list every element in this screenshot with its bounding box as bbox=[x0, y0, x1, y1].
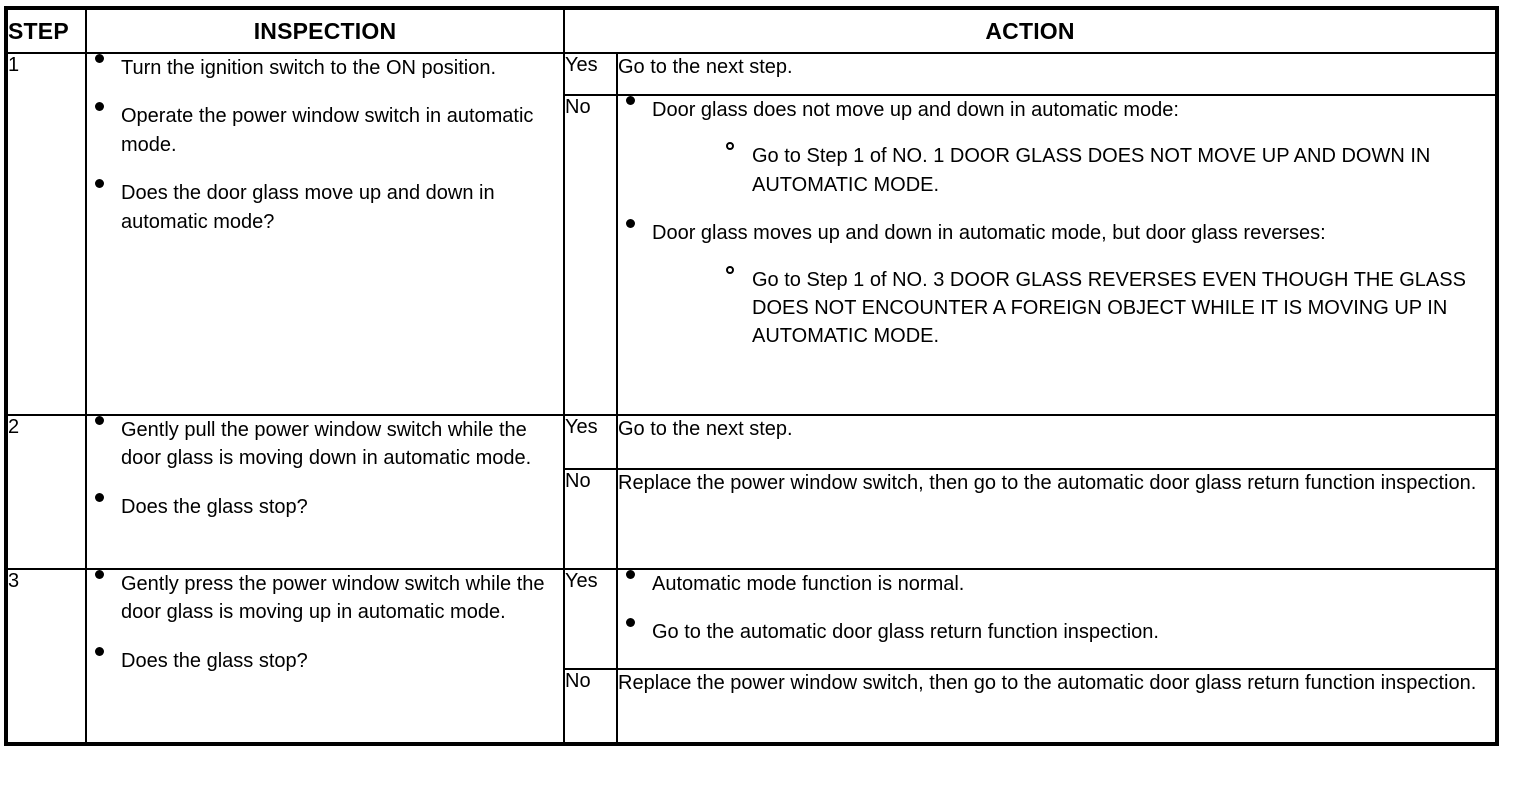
action-text: Door glass moves up and down in automati… bbox=[652, 222, 1326, 245]
action-text: Go to the automatic door glass return fu… bbox=[652, 621, 1159, 644]
step-number-3: 3 bbox=[5, 568, 87, 745]
table-row: No Door glass does not move up and down … bbox=[6, 94, 1499, 416]
inspection-cell-step-2: Gently pull the power window switch whil… bbox=[85, 414, 565, 570]
step-number-1: 1 bbox=[5, 52, 87, 416]
action-cell-step-2-yes: Go to the next step. bbox=[615, 414, 1499, 470]
table-body: 1 Turn the ignition switch to the ON pos… bbox=[5, 52, 1499, 745]
column-header-action: ACTION bbox=[562, 7, 1499, 54]
answer-label-yes-step-3: Yes bbox=[563, 568, 618, 670]
hollow-bullet-icon bbox=[726, 142, 734, 151]
filled-bullet-icon bbox=[95, 570, 104, 579]
list-item: Does the glass stop? bbox=[87, 646, 563, 675]
action-text: Go to the next step. bbox=[618, 56, 793, 78]
step-number-2: 2 bbox=[5, 414, 87, 570]
inspection-text: Does the door glass move up and down in … bbox=[121, 182, 495, 233]
filled-bullet-icon bbox=[95, 54, 104, 63]
inspection-bullet-list-1: Turn the ignition switch to the ON posit… bbox=[87, 54, 563, 236]
column-header-step: STEP bbox=[5, 7, 87, 54]
action-subtext: Go to Step 1 of NO. 1 DOOR GLASS DOES NO… bbox=[752, 145, 1431, 196]
filled-bullet-icon bbox=[626, 570, 635, 579]
action-subtext: Go to Step 1 of NO. 3 DOOR GLASS REVERSE… bbox=[752, 268, 1466, 348]
action-cell-step-1-yes: Go to the next step. bbox=[615, 52, 1499, 96]
inspection-cell-step-1: Turn the ignition switch to the ON posit… bbox=[85, 52, 565, 416]
answer-label-no-step-3: No bbox=[563, 668, 618, 745]
inspection-text: Does the glass stop? bbox=[121, 495, 308, 518]
column-header-inspection: INSPECTION bbox=[85, 7, 565, 54]
inspection-text: Gently press the power window switch whi… bbox=[121, 573, 545, 624]
inspection-text: Turn the ignition switch to the ON posit… bbox=[121, 57, 496, 79]
diagnostic-table-sheet: STEP INSPECTION ACTION 1 Turn the igniti… bbox=[0, 6, 1520, 788]
list-item: Automatic mode function is normal. bbox=[618, 570, 1495, 598]
filled-bullet-icon bbox=[95, 416, 104, 425]
list-item: Go to Step 1 of NO. 1 DOOR GLASS DOES NO… bbox=[722, 142, 1495, 199]
action-sub-list: Go to Step 1 of NO. 3 DOOR GLASS REVERSE… bbox=[722, 265, 1495, 351]
answer-label-no-step-1: No bbox=[563, 94, 618, 416]
table-row: 3 Gently press the power window switch w… bbox=[5, 568, 1499, 745]
inspection-bullet-list-2: Gently pull the power window switch whil… bbox=[87, 416, 563, 521]
list-item: Door glass moves up and down in automati… bbox=[618, 219, 1495, 351]
list-item: Go to the automatic door glass return fu… bbox=[618, 618, 1495, 646]
list-item: Does the glass stop? bbox=[87, 492, 563, 521]
action-bullet-list-step-1-no: Door glass does not move up and down in … bbox=[618, 96, 1495, 351]
list-item: Gently pull the power window switch whil… bbox=[87, 416, 563, 473]
inspection-text: Operate the power window switch in autom… bbox=[121, 105, 534, 156]
action-cell-step-3-yes: Automatic mode function is normal. Go to… bbox=[615, 568, 1499, 670]
action-text: Replace the power window switch, then go… bbox=[618, 472, 1477, 494]
filled-bullet-icon bbox=[626, 96, 635, 105]
list-item: Turn the ignition switch to the ON posit… bbox=[87, 54, 563, 82]
answer-label-no-step-2: No bbox=[563, 468, 618, 570]
action-text: Go to the next step. bbox=[618, 418, 793, 440]
inspection-text: Does the glass stop? bbox=[121, 649, 308, 672]
filled-bullet-icon bbox=[95, 492, 104, 502]
action-cell-step-1-no: Door glass does not move up and down in … bbox=[615, 94, 1499, 416]
filled-bullet-icon bbox=[95, 646, 104, 656]
inspection-bullet-list-3: Gently press the power window switch whi… bbox=[87, 570, 563, 675]
filled-bullet-icon bbox=[626, 219, 635, 229]
table-row: 1 Turn the ignition switch to the ON pos… bbox=[5, 52, 1499, 416]
table-row: No Replace the power window switch, then… bbox=[6, 668, 1499, 745]
inspection-text: Gently pull the power window switch whil… bbox=[121, 419, 532, 470]
list-item: Does the door glass move up and down in … bbox=[87, 179, 563, 236]
hollow-bullet-icon bbox=[726, 265, 734, 274]
action-text: Door glass does not move up and down in … bbox=[652, 99, 1179, 121]
list-item: Go to Step 1 of NO. 3 DOOR GLASS REVERSE… bbox=[722, 265, 1495, 351]
action-cell-step-2-no: Replace the power window switch, then go… bbox=[615, 468, 1499, 570]
action-sub-list: Go to Step 1 of NO. 1 DOOR GLASS DOES NO… bbox=[722, 142, 1495, 199]
filled-bullet-icon bbox=[626, 618, 635, 628]
table-header: STEP INSPECTION ACTION bbox=[5, 7, 1499, 54]
inspection-cell-step-3: Gently press the power window switch whi… bbox=[85, 568, 565, 745]
filled-bullet-icon bbox=[95, 179, 104, 189]
diagnostic-procedure-table: STEP INSPECTION ACTION 1 Turn the igniti… bbox=[4, 6, 1500, 746]
action-bullet-list-step-3-yes: Automatic mode function is normal. Go to… bbox=[618, 570, 1495, 647]
answer-label-yes-step-2: Yes bbox=[563, 414, 618, 470]
action-cell-step-3-no: Replace the power window switch, then go… bbox=[615, 668, 1499, 745]
table-row: 2 Gently pull the power window switch wh… bbox=[5, 414, 1499, 570]
answer-label-yes-step-1: Yes bbox=[563, 52, 618, 96]
header-row: STEP INSPECTION ACTION bbox=[5, 7, 1499, 54]
action-text: Automatic mode function is normal. bbox=[652, 573, 965, 595]
list-item: Gently press the power window switch whi… bbox=[87, 570, 563, 627]
action-text: Replace the power window switch, then go… bbox=[618, 672, 1477, 694]
list-item: Operate the power window switch in autom… bbox=[87, 102, 563, 159]
table-row: No Replace the power window switch, then… bbox=[6, 468, 1499, 570]
filled-bullet-icon bbox=[95, 102, 104, 112]
list-item: Door glass does not move up and down in … bbox=[618, 96, 1495, 199]
